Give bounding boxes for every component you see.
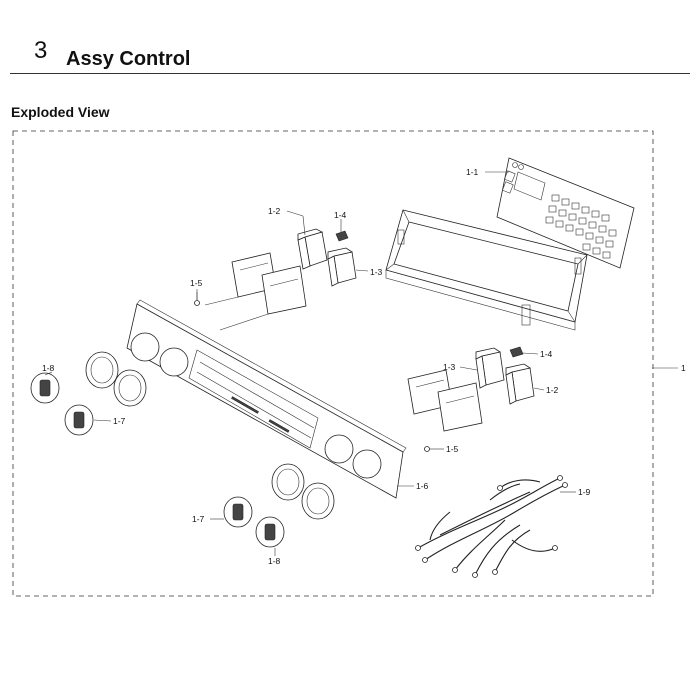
callout-1-9: 1-9 — [578, 487, 591, 497]
part-knob-right-1 — [223, 496, 253, 528]
callout-1-5-lower: 1-5 — [446, 444, 459, 454]
callout-assembly-1: 1 — [681, 363, 686, 373]
part-relay-lower-2 — [475, 347, 505, 389]
callout-1-6: 1-6 — [416, 481, 429, 491]
leader-lines — [44, 171, 678, 556]
part-relay-upper — [297, 228, 328, 270]
callout-1-3-upper: 1-3 — [370, 267, 383, 277]
callout-1-1: 1-1 — [466, 167, 479, 177]
callout-1-7-bottom: 1-7 — [192, 514, 205, 524]
part-knob-right-2 — [255, 516, 285, 548]
title-rule — [10, 73, 690, 74]
assembly-boundary — [12, 130, 654, 597]
part-relay-lower — [505, 363, 535, 405]
callout-1-2-lower: 1-2 — [546, 385, 559, 395]
part-control-frame — [385, 209, 588, 331]
part-control-panel — [496, 157, 635, 269]
part-relay-upper-2 — [327, 247, 357, 287]
section-title: Assy Control — [66, 48, 191, 70]
part-knob-left-2 — [64, 404, 94, 436]
part-panel-frame — [126, 299, 407, 499]
callout-1-4-lower: 1-4 — [540, 349, 553, 359]
callout-1-2-upper: 1-2 — [268, 206, 281, 216]
callout-1-8-left: 1-8 — [42, 363, 55, 373]
part-ring-right-2 — [301, 482, 335, 520]
section-number: 3 — [34, 37, 48, 64]
part-screw-lower — [424, 446, 430, 452]
part-bracket-upper — [231, 252, 307, 315]
part-connector-lower — [509, 346, 524, 358]
part-ring-left-1 — [85, 351, 119, 389]
part-knob-left-1 — [30, 372, 60, 404]
part-ring-right-1 — [271, 463, 305, 501]
callout-1-4-upper: 1-4 — [334, 210, 347, 220]
part-connector-upper — [335, 230, 349, 242]
callout-1-8-bottom: 1-8 — [268, 556, 281, 566]
exploded-view-heading: Exploded View — [11, 104, 110, 120]
callout-1-5-upper: 1-5 — [190, 278, 203, 288]
callout-1-3-lower: 1-3 — [443, 362, 456, 372]
part-ring-left-2 — [113, 369, 147, 407]
part-bracket-lower — [407, 369, 483, 432]
callout-1-7-left: 1-7 — [113, 416, 126, 426]
part-wire-harness — [415, 475, 568, 578]
